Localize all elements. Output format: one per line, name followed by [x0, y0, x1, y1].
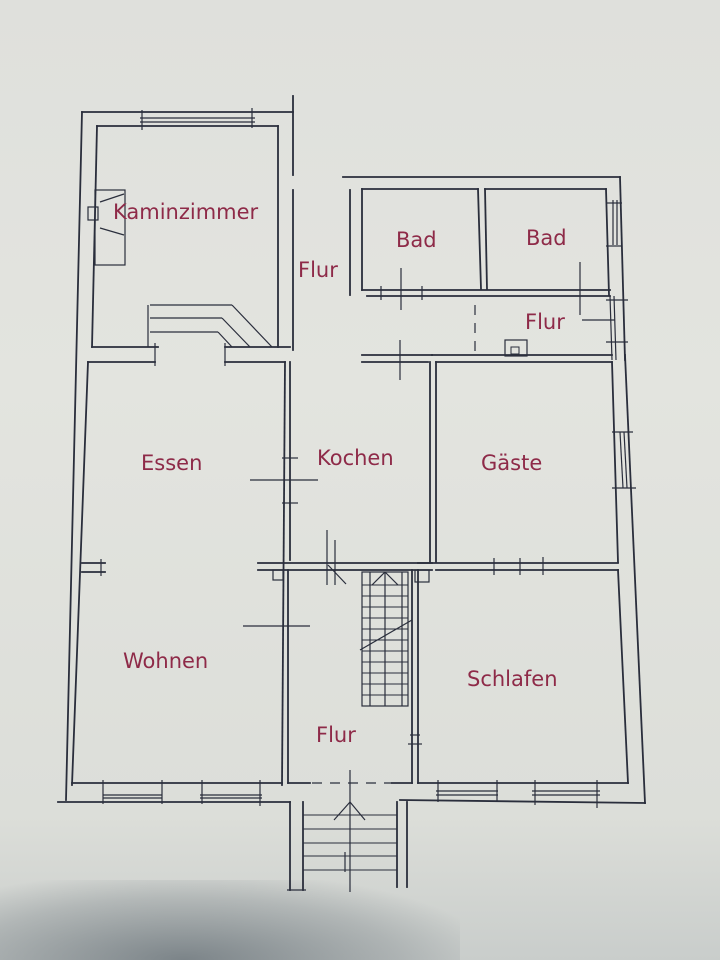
kaminzimmer-walls [65, 95, 294, 801]
entrance-flur-walls [287, 569, 413, 892]
essen-wohnen-walls [57, 361, 318, 806]
room-label-essen: Essen [141, 451, 203, 475]
room-label-kochen: Kochen [317, 446, 394, 470]
room-label-kaminzimmer: Kaminzimmer [113, 200, 259, 224]
room-label-bad-2: Bad [526, 226, 567, 250]
kochen-walls [257, 340, 433, 585]
bad-walls [342, 176, 626, 361]
gaeste-schlafen-walls [399, 295, 646, 808]
room-label-flur-entrance: Flur [316, 723, 356, 747]
room-label-flur-upper-right: Flur [525, 310, 565, 334]
room-label-gaeste: Gäste [481, 451, 543, 475]
room-label-wohnen: Wohnen [123, 649, 209, 673]
room-label-bad-1: Bad [396, 228, 437, 252]
room-label-flur-left: Flur [298, 258, 338, 282]
room-label-schlafen: Schlafen [467, 667, 558, 691]
